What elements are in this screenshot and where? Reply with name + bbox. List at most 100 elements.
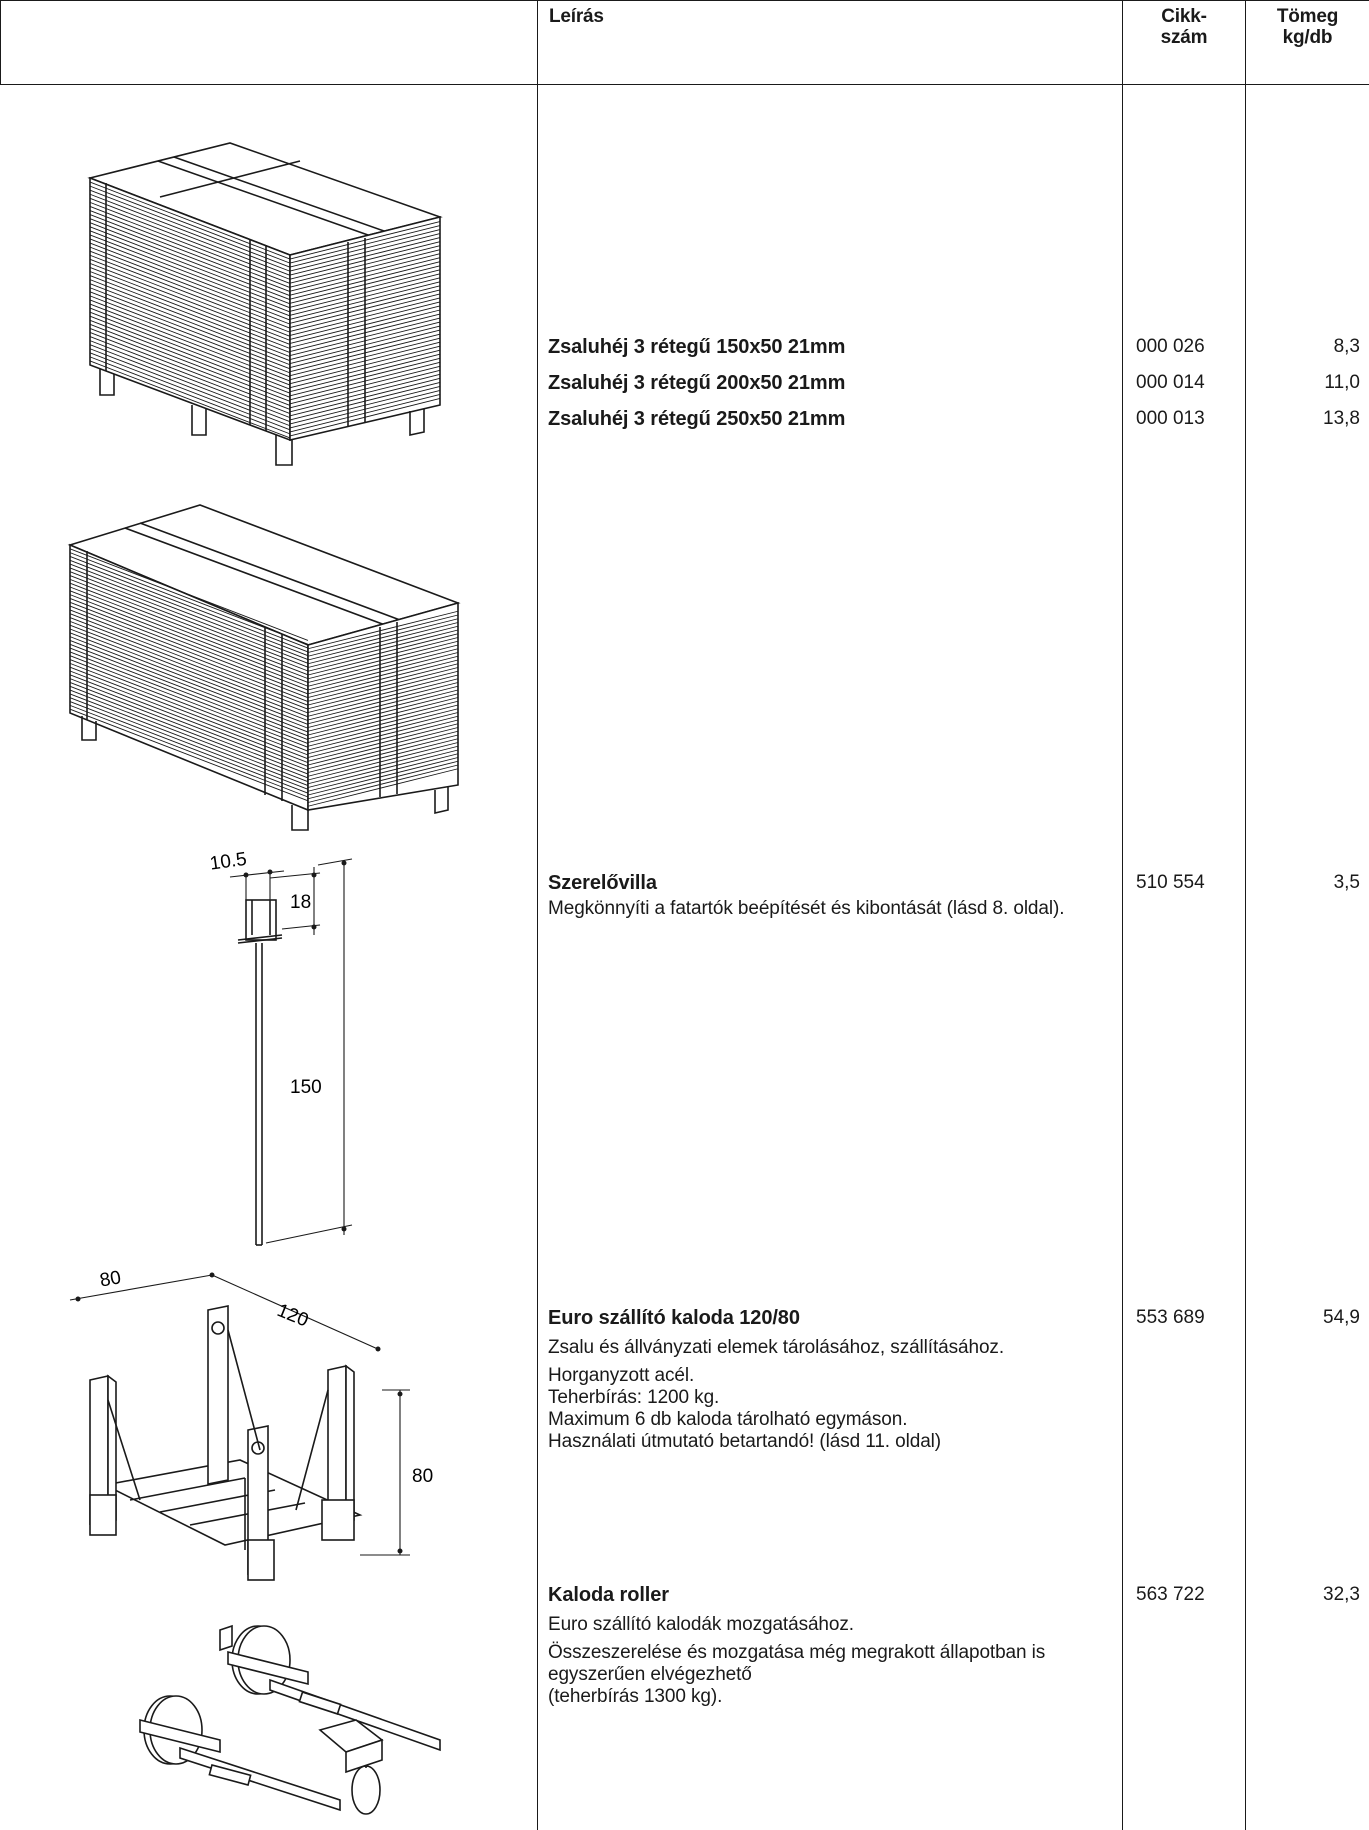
formwork-panel-weight-3: 13,8 — [1323, 408, 1360, 429]
header-bottom-border — [0, 84, 1369, 85]
panel-edge-line — [289, 309, 441, 348]
panel-edge-line — [69, 594, 309, 687]
panel-edge-line — [69, 632, 309, 725]
panel-edge-line — [307, 764, 459, 803]
panel-edge-line — [307, 610, 459, 650]
panel-edge-line — [69, 556, 309, 649]
panel-edge-line — [89, 315, 291, 394]
panel-edge-line — [89, 332, 291, 410]
panel-edge-line — [69, 617, 309, 710]
euro-stillage-article: 553 689 — [1136, 1307, 1205, 1328]
euro-stillage-desc-2: Horganyzott acél. — [548, 1365, 695, 1386]
panel-edge-line — [69, 582, 309, 676]
column-divider-image — [537, 0, 538, 1830]
panel-edge-line — [289, 269, 441, 308]
panel-edge-line — [289, 341, 441, 381]
panel-edge-line — [69, 598, 309, 691]
header-article-line1: Cikk- — [1161, 6, 1207, 27]
panel-edge-line — [89, 250, 291, 329]
panel-edge-line — [307, 723, 459, 762]
panel-edge-line — [89, 352, 291, 431]
panel-edge-line — [69, 563, 309, 657]
panel-edge-line — [307, 685, 459, 725]
panel-edge-line — [89, 303, 291, 382]
panel-edge-line — [89, 258, 291, 337]
panel-edge-line — [289, 241, 441, 280]
panel-edge-line — [69, 548, 309, 641]
panel-edge-line — [69, 578, 309, 672]
table-top-border — [0, 0, 1369, 1]
panel-edge-line — [289, 305, 441, 344]
panel-edge-line — [307, 700, 459, 740]
fork-dim-width: 10.5 — [209, 849, 249, 875]
panel-edge-line — [307, 670, 459, 710]
panel-edge-line — [89, 327, 291, 406]
panel-edge-line — [289, 261, 441, 300]
panel-edge-line — [307, 659, 459, 698]
panel-edge-line — [289, 365, 441, 405]
panel-edge-line — [289, 394, 441, 433]
panel-edge-line — [307, 760, 459, 800]
panel-edge-line — [89, 311, 291, 390]
formwork-panel-article-1: 000 026 — [1136, 336, 1205, 357]
panel-edge-line — [307, 693, 459, 732]
formwork-panel-title-1: Zsaluhéj 3 rétegű 150x50 21mm — [548, 336, 846, 358]
stillage-roller-article: 563 722 — [1136, 1584, 1205, 1605]
panel-edge-line — [307, 644, 459, 683]
panel-edge-line — [307, 640, 459, 680]
panel-edge-line — [89, 210, 291, 288]
panel-edge-line — [89, 348, 291, 427]
panel-edge-line — [307, 637, 459, 676]
euro-stillage-illustration: 80 120 80 — [69, 1267, 433, 1581]
panel-edge-line — [89, 197, 291, 276]
panel-edge-line — [69, 655, 309, 748]
fork-dim-length: 150 — [290, 1077, 322, 1098]
table-left-border — [0, 0, 1, 85]
euro-stillage-description: Euro szállító kaloda 120/80 Zsalu és áll… — [548, 1305, 1118, 1453]
panel-edge-line — [89, 201, 291, 280]
panel-edge-line — [307, 663, 459, 702]
euro-stillage-weight: 54,9 — [1323, 1307, 1360, 1328]
panel-edge-line — [307, 655, 459, 695]
panel-edge-line — [289, 265, 441, 304]
formwork-panel-stack-large-illustration — [67, 504, 461, 831]
panel-edge-line — [289, 349, 441, 389]
panel-edge-line — [89, 283, 291, 362]
panel-edge-line — [289, 273, 441, 312]
stillage-roller-description: Kaloda roller Euro szállító kalodák mozg… — [548, 1582, 1118, 1708]
panel-edge-line — [307, 652, 459, 691]
panel-edge-line — [69, 601, 309, 695]
header-article-line2: szám — [1160, 27, 1208, 48]
formwork-panel-article-2: 000 014 — [1136, 372, 1205, 393]
panel-edge-line — [69, 567, 309, 660]
panel-edge-line — [289, 337, 441, 377]
panel-edge-line — [89, 323, 291, 402]
stillage-roller-title: Kaloda roller — [548, 1584, 669, 1606]
panel-edge-line — [89, 271, 291, 349]
panel-edge-line — [89, 344, 291, 423]
euro-stillage-desc-5: Használati útmutató betartandó! (lásd 11… — [548, 1431, 942, 1452]
panel-edge-line — [289, 389, 441, 429]
panel-edge-line — [289, 297, 441, 336]
panel-edge-line — [89, 291, 291, 370]
panel-edge-line — [89, 262, 291, 341]
panel-edge-line — [307, 719, 459, 758]
panel-edge-line — [89, 275, 291, 353]
panel-edge-line — [69, 678, 309, 771]
panel-edge-line — [307, 768, 459, 807]
panel-edge-line — [307, 757, 459, 796]
panel-edge-line — [307, 753, 459, 792]
formwork-panel-item-2: Zsaluhéj 3 rétegű 200x50 21mm — [548, 370, 1118, 396]
panel-edge-line — [289, 353, 441, 393]
panel-edge-line — [69, 697, 309, 790]
header-weight: Tömeg kg/db — [1246, 6, 1369, 48]
panel-edge-line — [307, 629, 459, 668]
header-article: Cikk- szám — [1123, 6, 1245, 48]
panel-edge-line — [307, 715, 459, 755]
panel-edge-line — [307, 708, 459, 747]
panel-edge-line — [289, 285, 441, 324]
panel-edge-line — [307, 618, 459, 657]
panel-edge-line — [289, 357, 441, 397]
panel-edge-line — [89, 340, 291, 419]
